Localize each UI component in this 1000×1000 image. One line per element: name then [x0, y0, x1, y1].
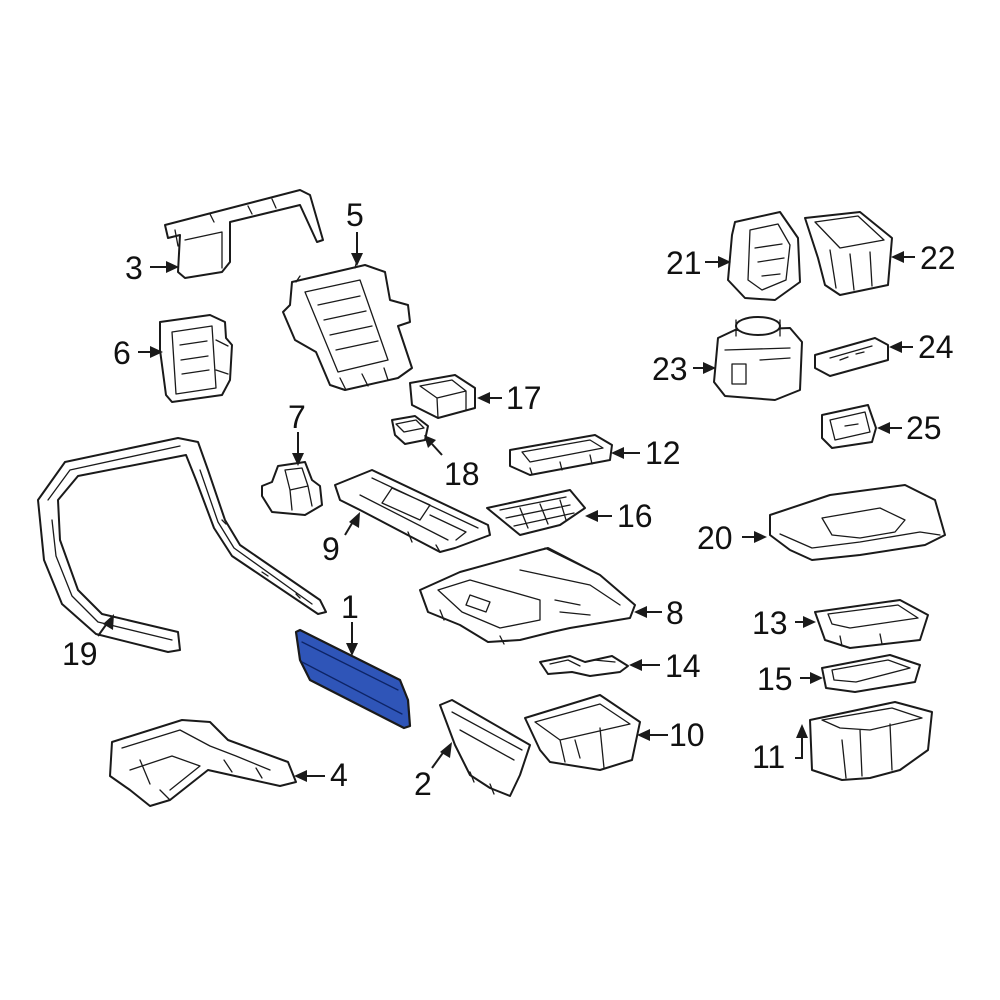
callout-10[interactable]: 10	[669, 717, 705, 753]
callout-11[interactable]: 11	[752, 739, 785, 775]
part-9-tray[interactable]	[334, 469, 491, 553]
part-10-bin[interactable]	[524, 694, 641, 771]
callout-16[interactable]: 16	[617, 498, 653, 534]
part-25-button[interactable]	[821, 404, 877, 449]
part-1-highlighted-panel[interactable]	[294, 628, 412, 730]
part-18-clip[interactable]	[391, 415, 429, 445]
callout-17[interactable]: 17	[506, 380, 542, 416]
part-16-grille-plate[interactable]	[486, 489, 586, 536]
part-8-console-carrier[interactable]	[419, 547, 636, 645]
part-24-switch[interactable]	[814, 337, 889, 377]
part-5-bracket[interactable]	[282, 259, 413, 391]
callout-1[interactable]: 1	[341, 589, 359, 625]
callout-8[interactable]: 8	[666, 595, 684, 631]
callout-2[interactable]: 2	[414, 766, 432, 802]
callout-13[interactable]: 13	[752, 605, 788, 641]
callout-12[interactable]: 12	[645, 435, 681, 471]
callout-6[interactable]: 6	[113, 335, 131, 371]
part-22-bezel[interactable]	[804, 211, 893, 296]
callout-7[interactable]: 7	[288, 399, 306, 435]
part-15-gasket[interactable]	[821, 654, 921, 693]
callout-25[interactable]: 25	[906, 410, 942, 446]
callout-5[interactable]: 5	[346, 197, 364, 233]
callout-4[interactable]: 4	[330, 757, 348, 793]
callout-20[interactable]: 20	[697, 520, 733, 556]
part-12-trim-plate[interactable]	[509, 434, 613, 476]
part-6-module[interactable]	[159, 314, 233, 403]
part-7-shifter-base[interactable]	[261, 461, 323, 516]
part-20-cover[interactable]	[769, 484, 946, 561]
part-17-box[interactable]	[409, 374, 476, 419]
callout-22[interactable]: 22	[920, 240, 956, 276]
callout-9[interactable]: 9	[322, 531, 340, 567]
part-11-cup-holder[interactable]	[809, 701, 933, 781]
part-21-shifter-module[interactable]	[727, 211, 801, 301]
callout-18[interactable]: 18	[444, 456, 480, 492]
callout-labels: 1 2 3 4 5 6 7 8 9 10 11 12 13 14 15 16 1…	[62, 197, 956, 802]
callout-23[interactable]: 23	[652, 351, 688, 387]
callout-19[interactable]: 19	[62, 636, 98, 672]
callout-21[interactable]: 21	[666, 245, 702, 281]
part-3-bracket[interactable]	[164, 189, 324, 279]
part-23-controller[interactable]	[713, 316, 803, 401]
part-13-trim-ring[interactable]	[814, 599, 929, 649]
part-2-trim-panel[interactable]	[439, 699, 531, 797]
part-19-trim-frame[interactable]	[37, 437, 327, 653]
callout-15[interactable]: 15	[757, 661, 793, 697]
callout-3[interactable]: 3	[125, 250, 143, 286]
part-4-lower-bracket[interactable]	[109, 719, 297, 807]
callout-14[interactable]: 14	[665, 648, 701, 684]
part-14-pad[interactable]	[539, 655, 629, 677]
callout-24[interactable]: 24	[918, 329, 954, 365]
leader-lines	[97, 232, 915, 782]
